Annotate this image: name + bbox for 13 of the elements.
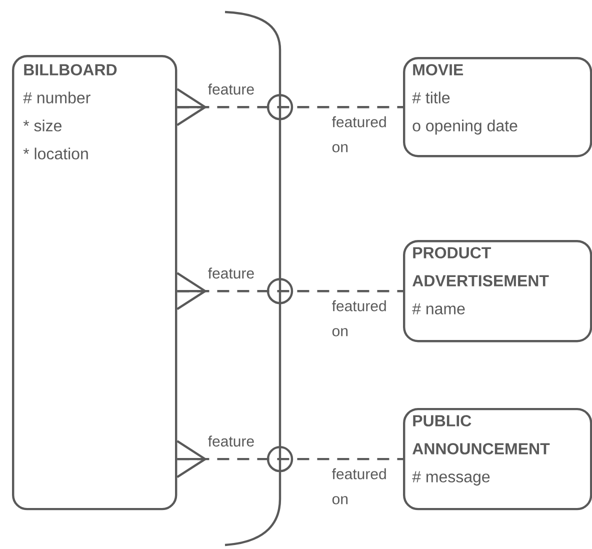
relationship-line (176, 440, 403, 478)
edge-label: feature (208, 84, 254, 95)
entity-box: PRODUCT ADVERTISEMENT # name (403, 240, 592, 342)
entity-box: BILLBOARD # number * size * location (12, 55, 178, 510)
role-label: featured on (332, 468, 386, 504)
edge-label: feature (208, 268, 254, 279)
relationship-line (176, 272, 403, 310)
entity-box: MOVIE # title o opening date (403, 57, 592, 158)
relationship-line (176, 88, 403, 126)
role-label: featured on (332, 116, 386, 152)
entity-box: PUBLIC ANNOUNCEMENT # message (403, 408, 592, 510)
edge-label: feature (208, 436, 254, 447)
role-label: featured on (332, 300, 386, 336)
